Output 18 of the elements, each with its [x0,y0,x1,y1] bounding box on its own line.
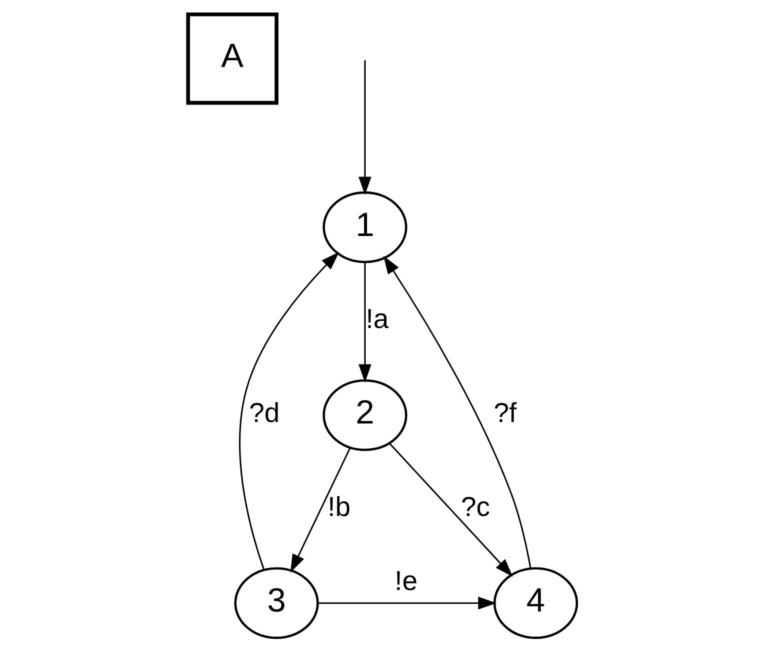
arrow [358,60,372,196]
arrow [388,442,513,577]
node-ellipse: 4 [493,567,578,639]
arrow [383,256,532,569]
arrow [290,447,351,573]
node-ellipse: 3 [234,567,319,639]
node-ellipse: 1 [322,191,408,264]
edge-label: ?f [494,396,517,428]
edge-label: ?c [461,490,490,522]
edge-label: ?d [249,396,280,428]
node-ellipse: 2 [322,379,408,452]
arrow [318,596,496,610]
arrow [239,252,340,570]
edge-label: !b [328,490,350,522]
edge-label: !e [394,565,418,596]
arrow [358,262,372,383]
node-box: A [186,12,278,105]
edge-label: !a [366,302,389,334]
